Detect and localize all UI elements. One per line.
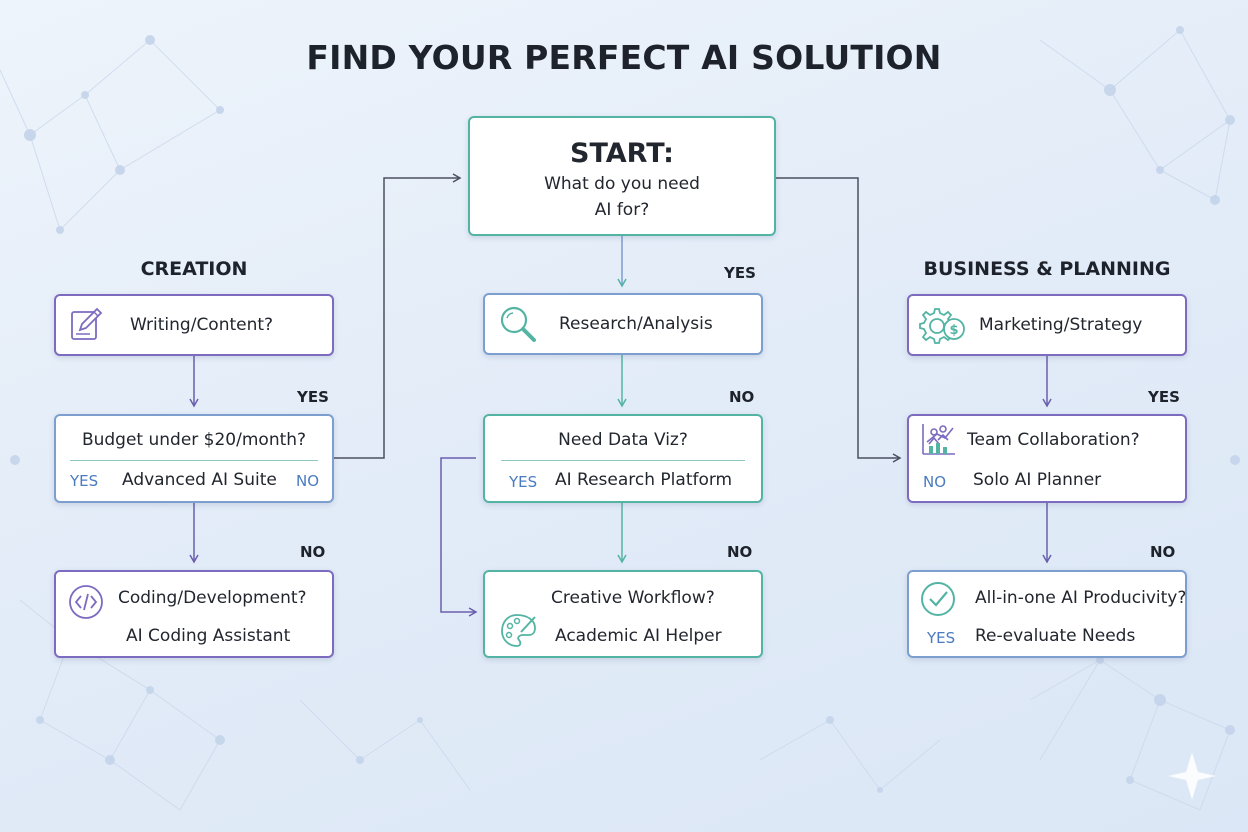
check-circle-icon [921, 582, 955, 616]
dataviz-divider [501, 460, 745, 461]
research-node[interactable]: Research/Analysis [483, 293, 763, 355]
writing-label: Writing/Content? [130, 315, 274, 335]
section-title-business: BUSINESS & PLANNING [923, 258, 1171, 280]
palette-icon [501, 614, 536, 647]
coding-result: AI Coding Assistant [126, 626, 291, 646]
pencil-note-icon [71, 307, 103, 340]
center-yes-label: YES [724, 264, 756, 282]
budget-label: Budget under $20/month? [81, 430, 307, 450]
center-no2-label: NO [727, 543, 753, 561]
budget-node[interactable]: Budget under $20/month? YES Advanced AI … [54, 414, 334, 503]
creative-label: Creative Workflow? [551, 588, 715, 608]
start-node[interactable]: START: What do you need AI for? [468, 116, 776, 236]
right-yes-label: YES [1148, 388, 1180, 406]
writing-node[interactable]: Writing/Content? [54, 294, 334, 356]
creative-result: Academic AI Helper [555, 626, 722, 646]
magnifier-icon [500, 306, 536, 342]
budget-no-option[interactable]: NO [296, 472, 320, 490]
svg-text:$: $ [949, 323, 958, 338]
research-label: Research/Analysis [559, 314, 713, 334]
right-no-label: NO [1150, 543, 1176, 561]
budget-result: Advanced AI Suite [122, 470, 277, 490]
coding-label: Coding/Development? [118, 588, 307, 608]
creative-node[interactable]: Creative Workflow? Academic AI Helper [483, 570, 763, 658]
start-line1: What do you need [544, 174, 700, 194]
team-chart-icon [922, 424, 955, 455]
left-no-label: NO [300, 543, 326, 561]
marketing-label: Marketing/Strategy [979, 315, 1143, 335]
allinone-node[interactable]: All-in-one AI Producivity? YES Re-evalua… [907, 570, 1187, 658]
budget-yes-option[interactable]: YES [70, 472, 99, 490]
connector-budget-to-start [333, 173, 462, 459]
team-label: Team Collaboration? [967, 430, 1140, 450]
coding-node[interactable]: Coding/Development? AI Coding Assistant [54, 570, 334, 658]
gear-dollar-icon: $ [919, 308, 965, 344]
team-result: Solo AI Planner [973, 470, 1102, 490]
dataviz-yes-option[interactable]: YES [509, 473, 538, 491]
dataviz-node[interactable]: Need Data Viz? YES AI Research Platform [483, 414, 763, 503]
code-brackets-icon [69, 585, 103, 619]
allinone-result: Re-evaluate Needs [975, 626, 1136, 646]
start-heading: START: [570, 138, 674, 169]
left-yes-label: YES [297, 388, 329, 406]
budget-divider [70, 460, 318, 461]
start-line2: AI for? [594, 200, 650, 220]
marketing-node[interactable]: $ Marketing/Strategy [907, 294, 1187, 356]
section-title-creation: CREATION [140, 258, 248, 280]
center-no1-label: NO [729, 388, 755, 406]
connector-loop-dataviz-creative [440, 457, 478, 617]
allinone-label: All-in-one AI Producivity? [975, 588, 1187, 608]
connector-start-to-marketing [776, 177, 902, 463]
page-title: FIND YOUR PERFECT AI SOLUTION [306, 38, 942, 77]
team-no-option[interactable]: NO [923, 473, 947, 491]
team-node[interactable]: Team Collaboration? NO Solo AI Planner [907, 414, 1187, 503]
dataviz-result: AI Research Platform [555, 470, 733, 490]
dataviz-label: Need Data Viz? [558, 430, 688, 450]
allinone-yes-option[interactable]: YES [927, 629, 956, 647]
